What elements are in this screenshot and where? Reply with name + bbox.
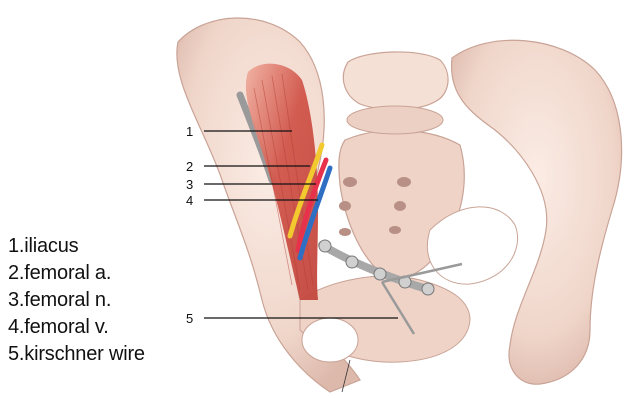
legend: 1.iliacus 2.femoral a. 3.femoral n. 4.fe… xyxy=(8,233,145,368)
legend-item-femoral-vein: 4.femoral v. xyxy=(8,314,145,341)
legend-item-iliacus: 1.iliacus xyxy=(8,233,145,260)
callout-4: 4 xyxy=(186,193,193,208)
pelvis-bone xyxy=(177,18,622,392)
legend-item-femoral-artery: 2.femoral a. xyxy=(8,260,145,287)
callout-2: 2 xyxy=(186,159,193,174)
legend-item-femoral-nerve: 3.femoral n. xyxy=(8,287,145,314)
callout-5: 5 xyxy=(186,311,193,326)
legend-item-kirschner-wire: 5.kirschner wire xyxy=(8,341,145,368)
callout-1: 1 xyxy=(186,124,193,139)
callout-3: 3 xyxy=(186,177,193,192)
